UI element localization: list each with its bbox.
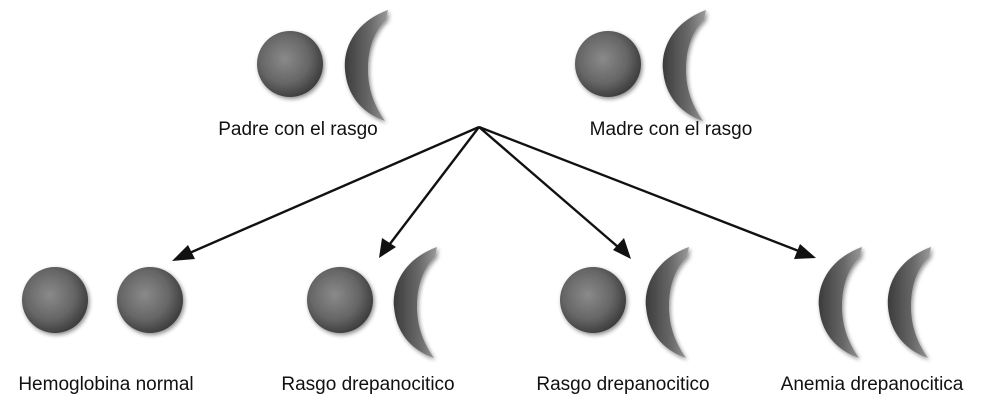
child-2-label: Rasgo drepanocitico	[281, 374, 455, 395]
child-1-label: Hemoglobina normal	[18, 374, 194, 395]
arrowhead-child-1	[172, 245, 195, 261]
sickle-cell-icon	[662, 10, 710, 121]
arrow-to-child-2	[382, 126, 480, 254]
arrows	[172, 125, 816, 261]
parent-father-cells	[257, 10, 392, 121]
parent-mother-cells	[575, 10, 710, 121]
sickle-cell-icon	[645, 247, 693, 358]
sickle-cell-icon	[344, 10, 392, 121]
child-3-cells	[560, 247, 693, 358]
normal-cell-icon	[307, 267, 373, 333]
parent-father-label: Padre con el rasgo	[218, 119, 378, 140]
child-2-cells	[307, 247, 441, 358]
sickle-cell-icon	[887, 247, 935, 358]
child-3-label: Rasgo drepanocitico	[536, 374, 710, 395]
arrowhead-child-2	[379, 238, 396, 258]
sickle-cell-icon	[818, 247, 866, 358]
child-4-cells	[818, 247, 935, 358]
arrow-to-child-3	[478, 126, 626, 254]
arrow-to-child-4	[478, 125, 810, 257]
normal-cell-icon	[22, 267, 88, 333]
normal-cell-icon	[117, 267, 183, 333]
arrowhead-child-4	[794, 244, 816, 259]
arrow-to-child-1	[177, 125, 480, 260]
parent-mother-label: Madre con el rasgo	[589, 119, 753, 140]
sickle-cell-icon	[393, 247, 441, 358]
normal-cell-icon	[575, 31, 641, 97]
child-1-cells	[22, 267, 183, 333]
normal-cell-icon	[560, 267, 626, 333]
child-4-label: Anemia drepanocitica	[780, 374, 964, 395]
normal-cell-icon	[257, 31, 323, 97]
arrowhead-child-3	[613, 238, 631, 259]
